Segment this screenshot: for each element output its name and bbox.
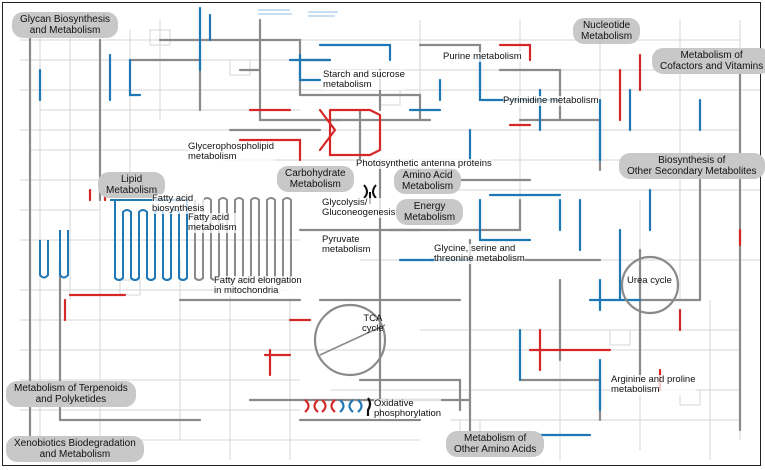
label-pyruvate-metabolism[interactable]: Pyruvate metabolism <box>322 234 371 255</box>
category-xenobiotics[interactable]: Xenobiotics Biodegradation and Metabolis… <box>6 436 144 462</box>
label-tca-cycle[interactable]: TCA cycle <box>362 313 384 334</box>
category-secondary-metabolites[interactable]: Biosynthesis of Other Secondary Metaboli… <box>619 153 765 179</box>
label-fatty-acid-elongation[interactable]: Fatty acid elongation in mitochondria <box>214 275 302 296</box>
label-glycine-serine-threonine[interactable]: Glycine, serine and threonine metabolism <box>434 243 525 264</box>
category-lipid-metabolism[interactable]: Lipid Metabolism <box>98 172 166 198</box>
category-amino-acid-metabolism[interactable]: Amino Acid Metabolism <box>394 168 462 194</box>
oxidative-phosphorylation-glyphs <box>304 397 372 416</box>
down-regulated-pathways <box>38 6 702 437</box>
label-oxidative-phosphorylation[interactable]: Oxidative phosphorylation <box>374 398 442 419</box>
category-glycan-biosynthesis[interactable]: Glycan Biosynthesis and Metabolism <box>12 12 119 38</box>
label-fatty-acid-metabolism[interactable]: Fatty acid metabolism <box>188 212 237 233</box>
label-glycolysis[interactable]: Glycolysis/ Gluconeogenesis <box>322 197 396 218</box>
category-terpenoids-polyketides[interactable]: Metabolism of Terpenoids and Polyketides <box>6 381 136 407</box>
category-carbohydrate-metabolism[interactable]: Carbohydrate Metabolism <box>277 166 354 192</box>
category-nucleotide-metabolism[interactable]: Nucleotide Metabolism <box>573 18 641 44</box>
label-urea-cycle[interactable]: Urea cycle <box>627 275 672 286</box>
label-glycerophospholipid[interactable]: Glycerophospholipid metabolism <box>188 141 275 162</box>
top-annotation-marks <box>258 9 338 17</box>
label-fatty-acid-biosynthesis[interactable]: Fatty acid biosynthesis <box>152 193 205 214</box>
label-photosynthetic-antenna[interactable]: Photosynthetic antenna proteins <box>356 158 492 169</box>
map-border <box>2 2 761 466</box>
tca-cycle-shape <box>313 303 387 377</box>
category-energy-metabolism[interactable]: Energy Metabolism <box>396 199 464 225</box>
category-cofactors-vitamins[interactable]: Metabolism of Cofactors and Vitamins <box>652 48 765 74</box>
label-pyrimidine-metabolism[interactable]: Pyrimidine metabolism <box>503 95 599 106</box>
fatty-acid-elongation-loops <box>194 197 292 281</box>
category-other-amino-acids[interactable]: Metabolism of Other Amino Acids <box>446 431 545 457</box>
urea-cycle-shape <box>620 255 680 315</box>
label-starch-sucrose[interactable]: Starch and sucrose metabolism <box>323 69 405 90</box>
label-purine-metabolism[interactable]: Purine metabolism <box>443 51 522 62</box>
label-arginine-proline[interactable]: Arginine and proline metabolism <box>611 374 696 395</box>
